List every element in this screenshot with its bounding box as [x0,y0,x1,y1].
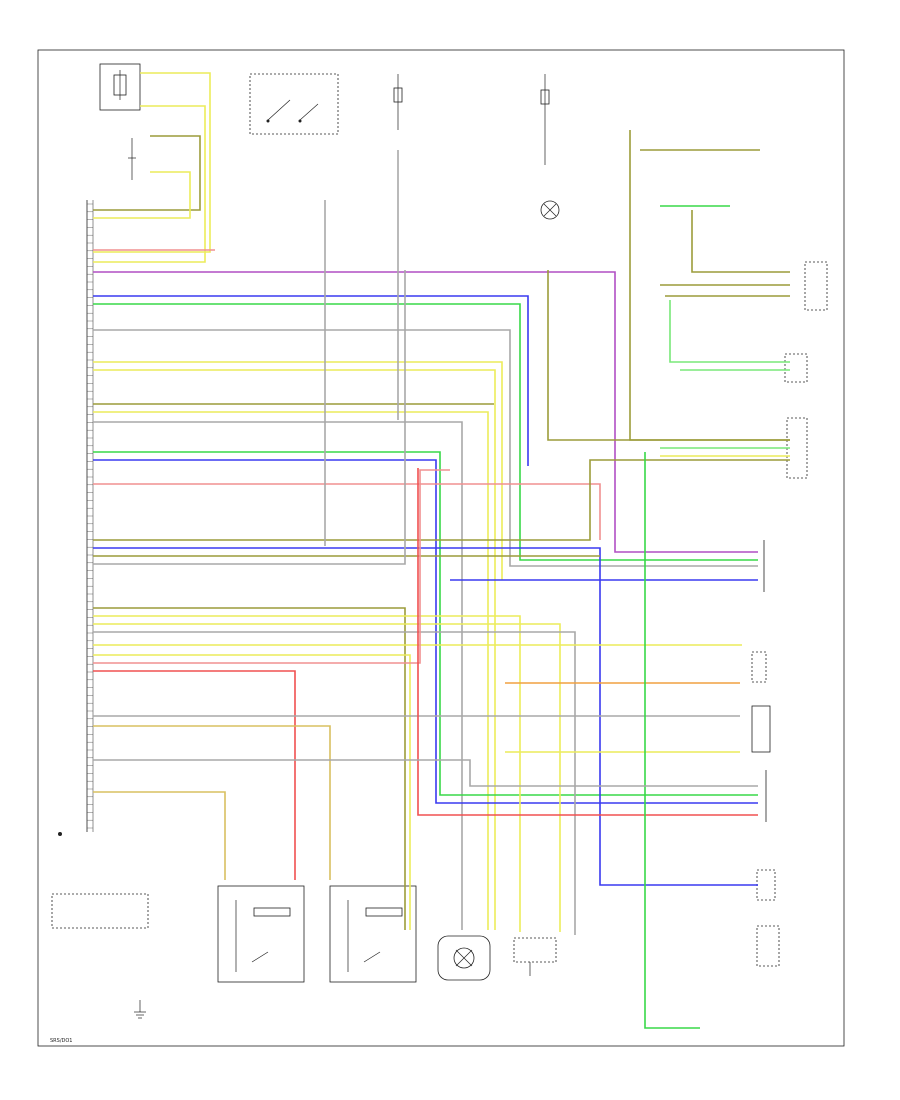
diagram-border [37,49,845,1047]
ignition-switch [249,73,339,135]
wire-yellow [93,623,561,932]
left-pretensioner [128,138,136,180]
wire-blue [93,295,529,466]
connector-pins [87,203,93,829]
warning-lamp [540,200,560,220]
wire-gray [93,270,406,565]
module-ground-dot [58,832,62,836]
wire-yellow [93,72,211,253]
wire-yellow [93,411,489,930]
wire-yellow [93,615,521,932]
wire-tan [93,791,226,880]
wire-yellow [93,369,496,930]
fuse-top-right [540,74,550,165]
right-side-connectors [751,261,828,967]
wire-red [93,670,296,880]
wire-olive [93,607,406,930]
wire-violet [93,271,758,553]
wire-yellow [93,361,503,580]
srs-control-module [86,200,94,832]
right-front-airbag-sensor [329,885,417,983]
wire-gray [93,759,758,787]
driver-airbag-module [437,935,491,981]
wire-olive [93,459,790,541]
footer-code: SRS/DO1 [50,1038,72,1044]
wire-olive [547,270,790,441]
wire-yellow [93,105,206,263]
left-front-airbag-sensor [217,885,305,983]
bottom-left-connector [51,893,149,929]
wire-gray [93,329,758,567]
left-side-airbag-sensor [99,63,141,111]
wire-gray [93,421,463,930]
wiring-harness [93,72,790,1029]
wire-olive [93,135,201,211]
wire-green [93,303,758,561]
wire-gray [93,631,576,935]
wire-yellow [93,654,411,930]
wire-lightgreen [669,300,790,363]
passenger-airbag-module [513,937,557,976]
wire-tan [93,725,331,880]
wire-olive [691,210,790,273]
wire-pink [93,483,601,540]
fuse-top-center [393,74,403,130]
wire-red [417,468,758,816]
wire-yellow [93,171,191,219]
ground-symbol [134,1000,146,1019]
wire-pink [93,469,450,664]
wire-green [644,452,700,1029]
